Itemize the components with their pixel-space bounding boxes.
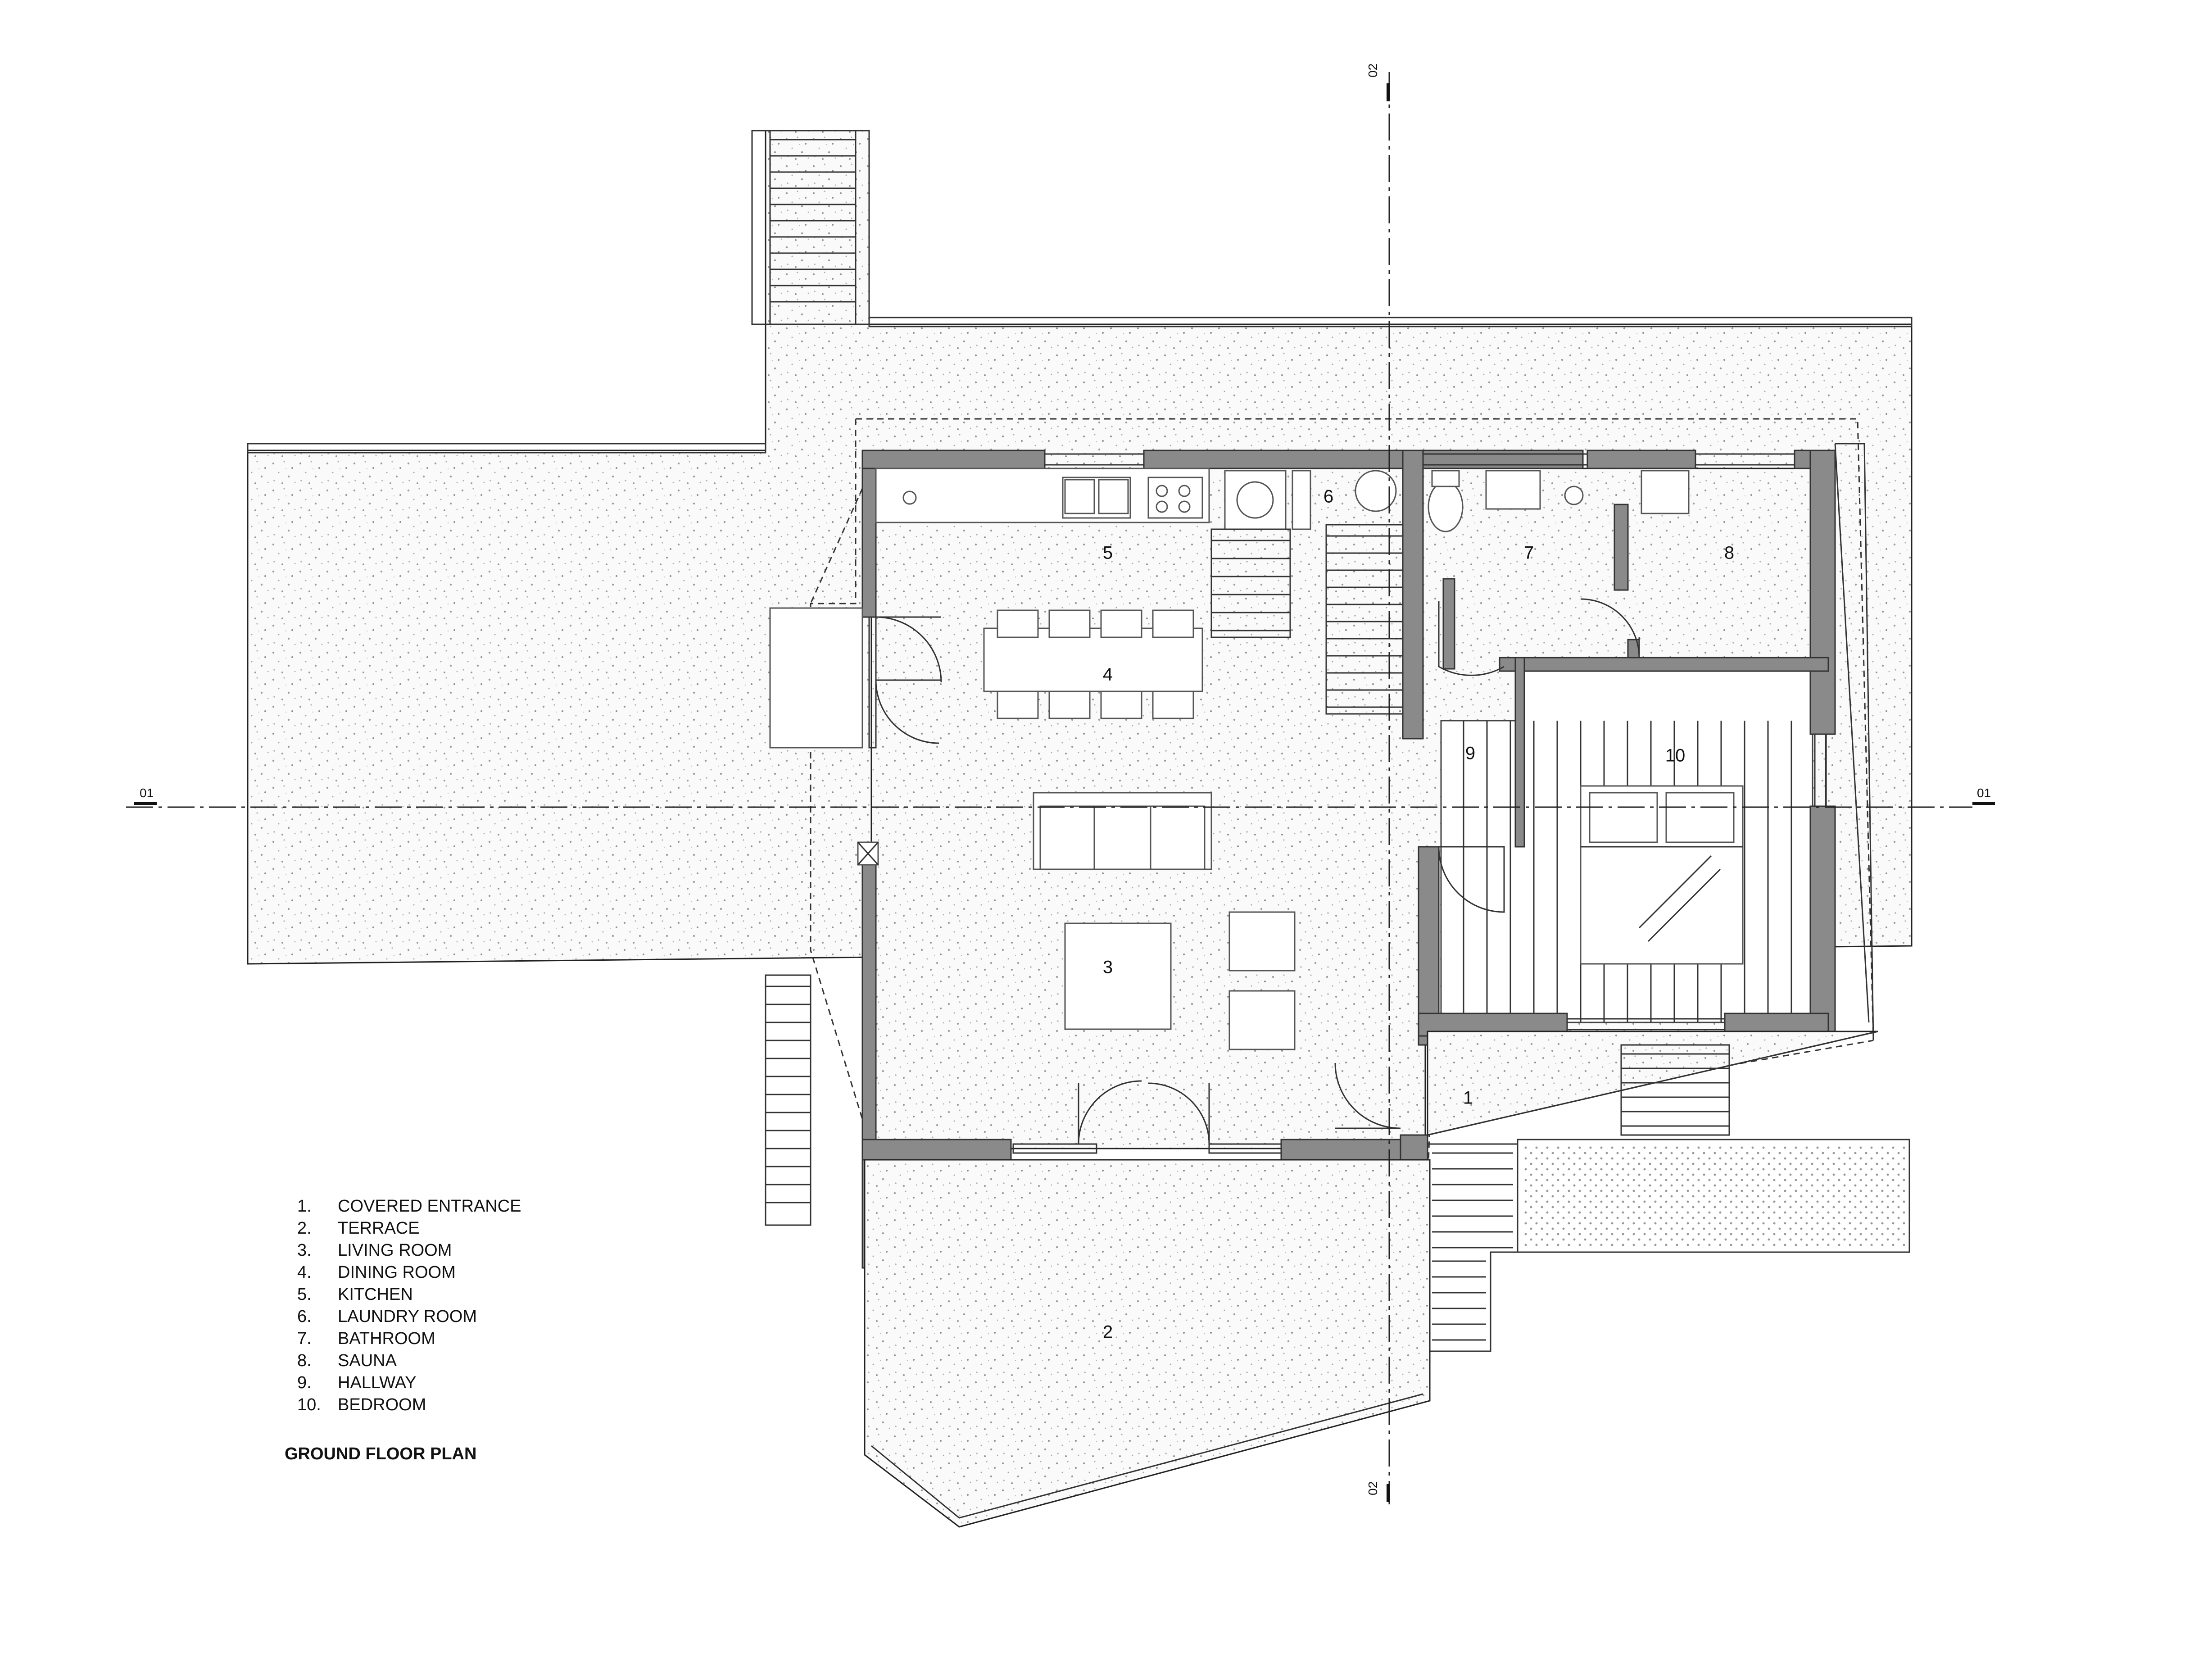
room-label-9: 9 bbox=[1465, 744, 1475, 763]
side-walkway bbox=[1834, 443, 1874, 1041]
coffee-table bbox=[1064, 922, 1172, 1030]
sofa bbox=[1033, 792, 1212, 870]
legend-num: 1. bbox=[297, 1197, 312, 1216]
planter bbox=[1517, 1139, 1910, 1253]
room-label-2: 2 bbox=[1103, 1322, 1113, 1342]
legend-label: SAUNA bbox=[338, 1351, 397, 1370]
section-marker-02-bottom: 02 bbox=[1366, 1481, 1380, 1495]
doors bbox=[875, 598, 1640, 1144]
legend-label: LAUNDRY ROOM bbox=[338, 1307, 477, 1326]
dining-chair-top bbox=[1152, 609, 1194, 638]
entrance-stairs bbox=[1427, 1143, 1518, 1352]
covered-entrance bbox=[1427, 1031, 1878, 1136]
legend-num: 9. bbox=[297, 1373, 312, 1392]
left-stairs bbox=[765, 974, 811, 1226]
bathroom-fixtures bbox=[1428, 470, 1690, 532]
legend: 1. COVERED ENTRANCE 2. TERRACE 3. LIVING… bbox=[297, 1197, 521, 1414]
entry-box bbox=[769, 607, 877, 749]
legend-num: 4. bbox=[297, 1263, 312, 1282]
top-stair bbox=[751, 130, 870, 325]
windows bbox=[1012, 453, 1827, 1154]
dining-chair-top bbox=[1100, 609, 1142, 638]
legend-num: 5. bbox=[297, 1285, 312, 1304]
room-label-5: 5 bbox=[1103, 543, 1113, 563]
laundry-appliances bbox=[1224, 470, 1397, 530]
bed bbox=[1580, 785, 1744, 965]
room-label-3: 3 bbox=[1103, 958, 1113, 977]
dining-chair-bottom bbox=[1100, 690, 1142, 719]
kitchen-counter bbox=[875, 468, 1210, 523]
legend-label: BATHROOM bbox=[338, 1329, 435, 1348]
legend-label: TERRACE bbox=[338, 1219, 420, 1238]
legend-num: 3. bbox=[297, 1241, 312, 1260]
legend-num: 10. bbox=[297, 1395, 321, 1414]
section-axes bbox=[126, 72, 1995, 1504]
room-label-4: 4 bbox=[1103, 665, 1113, 685]
dining-chair-bottom bbox=[1048, 690, 1091, 719]
section-marker-01-right: 01 bbox=[1977, 786, 1991, 800]
legend-label: KITCHEN bbox=[338, 1285, 413, 1304]
legend-label: HALLWAY bbox=[338, 1373, 417, 1392]
dining-chair-bottom bbox=[1152, 690, 1194, 719]
dining-chair-top bbox=[1048, 609, 1091, 638]
room-labels: 1 2 3 4 5 6 7 8 9 10 bbox=[1103, 487, 1734, 1342]
room-label-7: 7 bbox=[1524, 543, 1534, 563]
stove bbox=[857, 841, 879, 866]
section-marker-01-left: 01 bbox=[140, 786, 154, 800]
room-label-10: 10 bbox=[1665, 746, 1686, 766]
legend-num: 6. bbox=[297, 1307, 312, 1326]
legend-num: 2. bbox=[297, 1219, 312, 1238]
section-marker-02-top: 02 bbox=[1366, 64, 1380, 77]
internal-stairs bbox=[1210, 524, 1404, 715]
legend-num: 7. bbox=[297, 1329, 312, 1348]
legend-label: BEDROOM bbox=[338, 1395, 426, 1414]
legend-label: COVERED ENTRANCE bbox=[338, 1197, 521, 1216]
dining-chair-bottom bbox=[997, 690, 1039, 719]
armchairs bbox=[1228, 911, 1296, 1050]
room-label-6: 6 bbox=[1324, 487, 1333, 507]
legend-label: LIVING ROOM bbox=[338, 1241, 452, 1260]
room-label-8: 8 bbox=[1724, 543, 1734, 563]
legend-num: 8. bbox=[297, 1351, 312, 1370]
room-label-1: 1 bbox=[1463, 1088, 1473, 1108]
plan-title: GROUND FLOOR PLAN bbox=[285, 1444, 476, 1463]
dining-chair-top bbox=[997, 609, 1039, 638]
dining-table bbox=[983, 609, 1203, 719]
legend-label: DINING ROOM bbox=[338, 1263, 456, 1282]
terrace bbox=[864, 1159, 1431, 1528]
